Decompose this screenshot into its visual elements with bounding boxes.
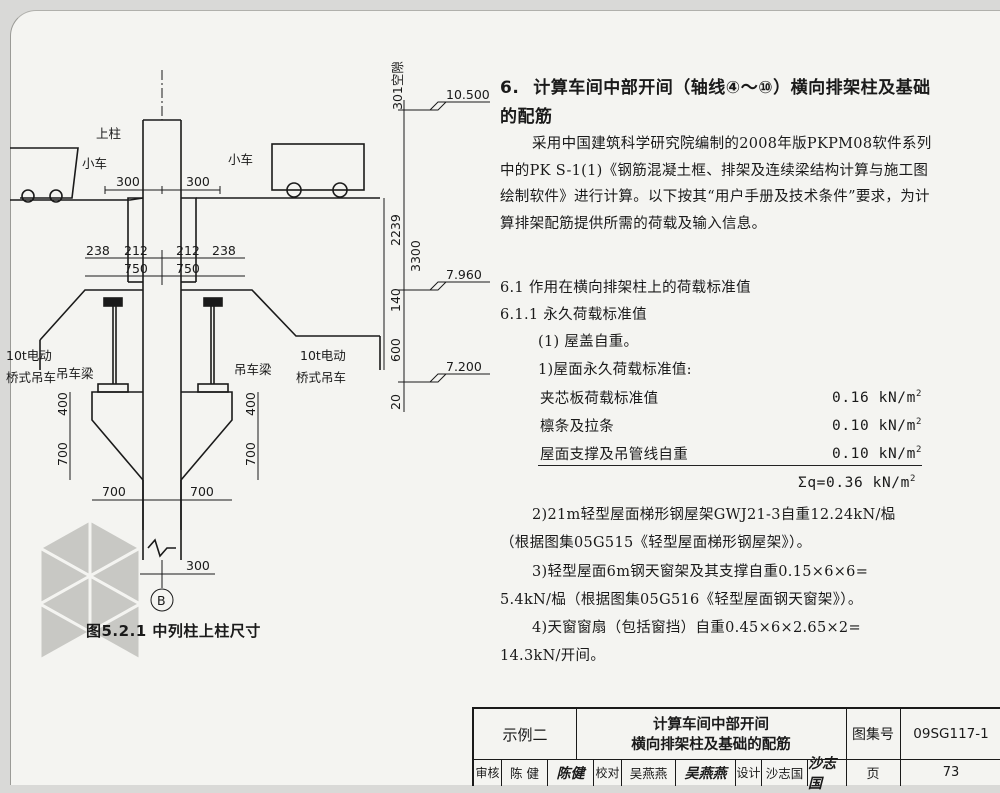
- reviewer-label: 审核: [474, 759, 502, 786]
- load-total: Σq=0.36 kN/m2: [798, 474, 916, 491]
- atlas-number: 09SG117-1: [913, 726, 989, 742]
- checker-signature: 吴燕燕: [676, 759, 736, 786]
- checker-label: 校对: [594, 759, 622, 786]
- label-crane-beam-left: 吊车梁: [56, 366, 94, 381]
- dim-140: 140: [388, 288, 403, 312]
- document-page: [10, 10, 1000, 785]
- load-value-2: 0.10 kN/m2: [832, 417, 922, 434]
- roof-self-weight: (1) 屋盖自重。: [538, 334, 639, 350]
- sheet-title-line2: 横向排架柱及基础的配筋: [631, 737, 791, 753]
- example-label: 示例二: [502, 725, 548, 744]
- dim-2239: 2239: [388, 214, 403, 246]
- dim-600: 600: [388, 338, 403, 362]
- dim-400b: 400: [243, 392, 258, 416]
- section-heading: 6.计算车间中部开间（轴线④～⑩）横向排架柱及基础的配筋: [500, 74, 940, 132]
- dim-700c: 700: [55, 442, 70, 466]
- dim-700a: 700: [102, 484, 126, 499]
- section-6-1: 6.1 作用在横向排架柱上的荷载标准值: [500, 280, 751, 296]
- designer-signature: 沙志国: [808, 755, 836, 792]
- load-name-2: 檩条及拉条: [540, 419, 614, 435]
- elevation-7960: 7.960: [446, 267, 482, 282]
- item-2b: （根据图集05G515《轻型屋面梯形钢屋架》）。: [500, 535, 812, 551]
- label-trolley-right: 小车: [228, 152, 253, 167]
- load-value-1: 0.16 kN/m2: [832, 389, 922, 406]
- label-crane-left-1: 10t电动: [6, 348, 52, 363]
- sheet-title: 计算车间中部开间 横向排架柱及基础的配筋: [576, 711, 846, 759]
- reviewer-name: 陈 健: [502, 759, 548, 786]
- title-block: 示例二 计算车间中部开间 横向排架柱及基础的配筋 图集号 09SG117-1 审…: [472, 707, 1000, 792]
- sum-rule: [538, 465, 922, 466]
- dim-750a: 750: [124, 261, 148, 276]
- label-clearance: 301空隙: [390, 61, 405, 110]
- label-crane-right-2: 桥式吊车: [296, 370, 346, 385]
- dim-212b: 212: [176, 243, 200, 258]
- label-trolley-left: 小车: [82, 156, 107, 171]
- item-3a: 3)轻型屋面6m钢天窗架及其支撑自重0.15×6×6=: [532, 564, 869, 580]
- heading-number: 6.: [500, 78, 520, 98]
- sheet-title-line1: 计算车间中部开间: [653, 717, 769, 733]
- dim-300d: 300: [186, 558, 210, 573]
- figure-caption: 图5.2.1 中列柱上柱尺寸: [86, 622, 261, 640]
- atlas-label: 图集号: [852, 727, 894, 743]
- load-value-3: 0.10 kN/m2: [832, 445, 922, 462]
- dim-300a: 300: [116, 174, 140, 189]
- dim-700d: 700: [243, 442, 258, 466]
- section-6-1-1: 6.1.1 永久荷载标准值: [500, 307, 647, 323]
- designer-label: 设计: [736, 759, 762, 786]
- label-crane-right-1: 10t电动: [300, 348, 346, 363]
- intro-paragraph: 采用中国建筑科学研究院编制的2008年版PKPM08软件系列中的PK S-1(1…: [500, 136, 932, 232]
- hexagon-watermark-icon: [40, 520, 140, 662]
- label-crane-beam-right: 吊车梁: [234, 362, 272, 377]
- axis-label: B: [157, 593, 166, 608]
- load-name-3: 屋面支撑及吊管线自重: [540, 447, 688, 463]
- designer-name: 沙志国: [762, 759, 808, 786]
- column-drawing: 上柱 小车 小车 吊车梁 吊车梁 10t电动 桥式吊车 10t电动 桥式吊车 B…: [6, 61, 490, 612]
- dim-400a: 400: [55, 392, 70, 416]
- page-label: 页: [866, 767, 880, 782]
- elevation-10500: 10.500: [446, 87, 490, 102]
- heading-text: 计算车间中部开间（轴线④～⑩）横向排架柱及基础的配筋: [500, 78, 931, 127]
- dim-750b: 750: [176, 261, 200, 276]
- load-name-1: 夹芯板荷载标准值: [540, 391, 659, 407]
- page-number: 73: [942, 765, 960, 780]
- roof-permanent-load: 1)屋面永久荷载标准值:: [538, 362, 692, 378]
- axis-circle: [150, 588, 174, 612]
- dim-700b: 700: [190, 484, 214, 499]
- dim-20: 20: [388, 394, 403, 410]
- dim-3300: 3300: [408, 240, 423, 272]
- label-upper-col: 上柱: [96, 126, 121, 141]
- item-4b: 14.3kN/开间。: [500, 648, 606, 664]
- checker-name: 吴燕燕: [622, 759, 676, 786]
- item-3b: 5.4kN/榀（根据图集05G516《轻型屋面钢天窗架》）。: [500, 592, 863, 608]
- label-crane-left-2: 桥式吊车: [6, 370, 56, 385]
- item-4a: 4)天窗窗扇（包括窗挡）自重0.45×6×2.65×2=: [532, 620, 861, 636]
- dim-238b: 238: [212, 243, 236, 258]
- dim-300b: 300: [186, 174, 210, 189]
- elevation-7200: 7.200: [446, 359, 482, 374]
- dim-212a: 212: [124, 243, 148, 258]
- dim-238a: 238: [86, 243, 110, 258]
- item-2a: 2)21m轻型屋面梯形钢屋架GWJ21-3自重12.24kN/榀: [532, 507, 896, 523]
- reviewer-signature: 陈健: [548, 759, 594, 786]
